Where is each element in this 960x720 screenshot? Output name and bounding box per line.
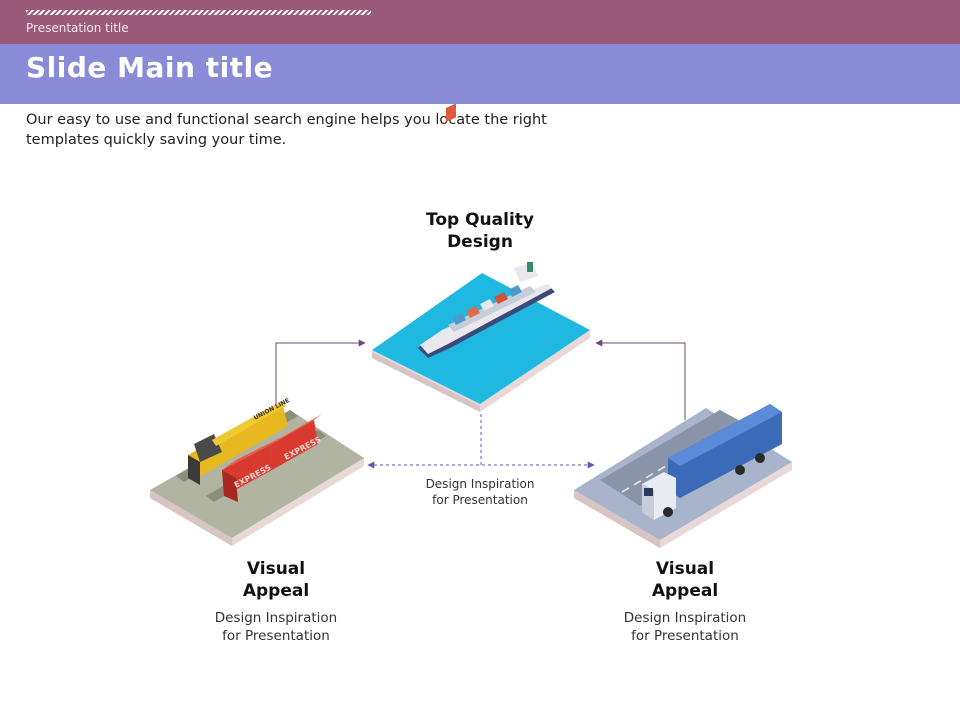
presentation-title: Presentation title: [26, 21, 129, 35]
train-tile: UNION LINE EXPRESS EXPRESS: [150, 397, 364, 546]
left-caption: Design Inspiration for Presentation: [186, 609, 366, 645]
ship-tile: [372, 103, 590, 412]
right-caption: Design Inspiration for Presentation: [595, 609, 775, 645]
top-heading: Top Quality Design: [400, 209, 560, 253]
center-caption-line2: for Presentation: [432, 493, 528, 507]
slide-main-title: Slide Main title: [26, 51, 274, 84]
center-caption-line1: Design Inspiration: [425, 477, 535, 491]
hatch-decoration: [26, 10, 371, 15]
left-heading: Visual Appeal: [196, 558, 356, 602]
truck: [642, 404, 782, 520]
left-heading-line2: Appeal: [242, 581, 310, 601]
left-caption-line1: Design Inspiration: [214, 610, 338, 626]
right-caption-line2: for Presentation: [631, 628, 739, 644]
title-band: [0, 44, 960, 104]
left-caption-line2: for Presentation: [222, 628, 330, 644]
intro-text: Our easy to use and functional search en…: [26, 112, 547, 148]
connector-right-to-top: [595, 339, 686, 420]
right-heading-line2: Appeal: [651, 581, 719, 601]
top-heading-line2: Design: [447, 232, 513, 252]
top-heading-line1: Top Quality: [426, 210, 534, 230]
cargo-containers: [446, 103, 536, 332]
connector-left-to-top: [275, 339, 366, 420]
right-caption-line1: Design Inspiration: [623, 610, 747, 626]
connector-dashed-center: [367, 396, 595, 469]
center-caption: Design Inspiration for Presentation: [400, 476, 560, 508]
header-band: [0, 0, 960, 44]
right-heading-line1: Visual: [655, 559, 715, 579]
right-heading: Visual Appeal: [605, 558, 765, 602]
truck-tile: [574, 404, 792, 548]
left-heading-line1: Visual: [246, 559, 306, 579]
